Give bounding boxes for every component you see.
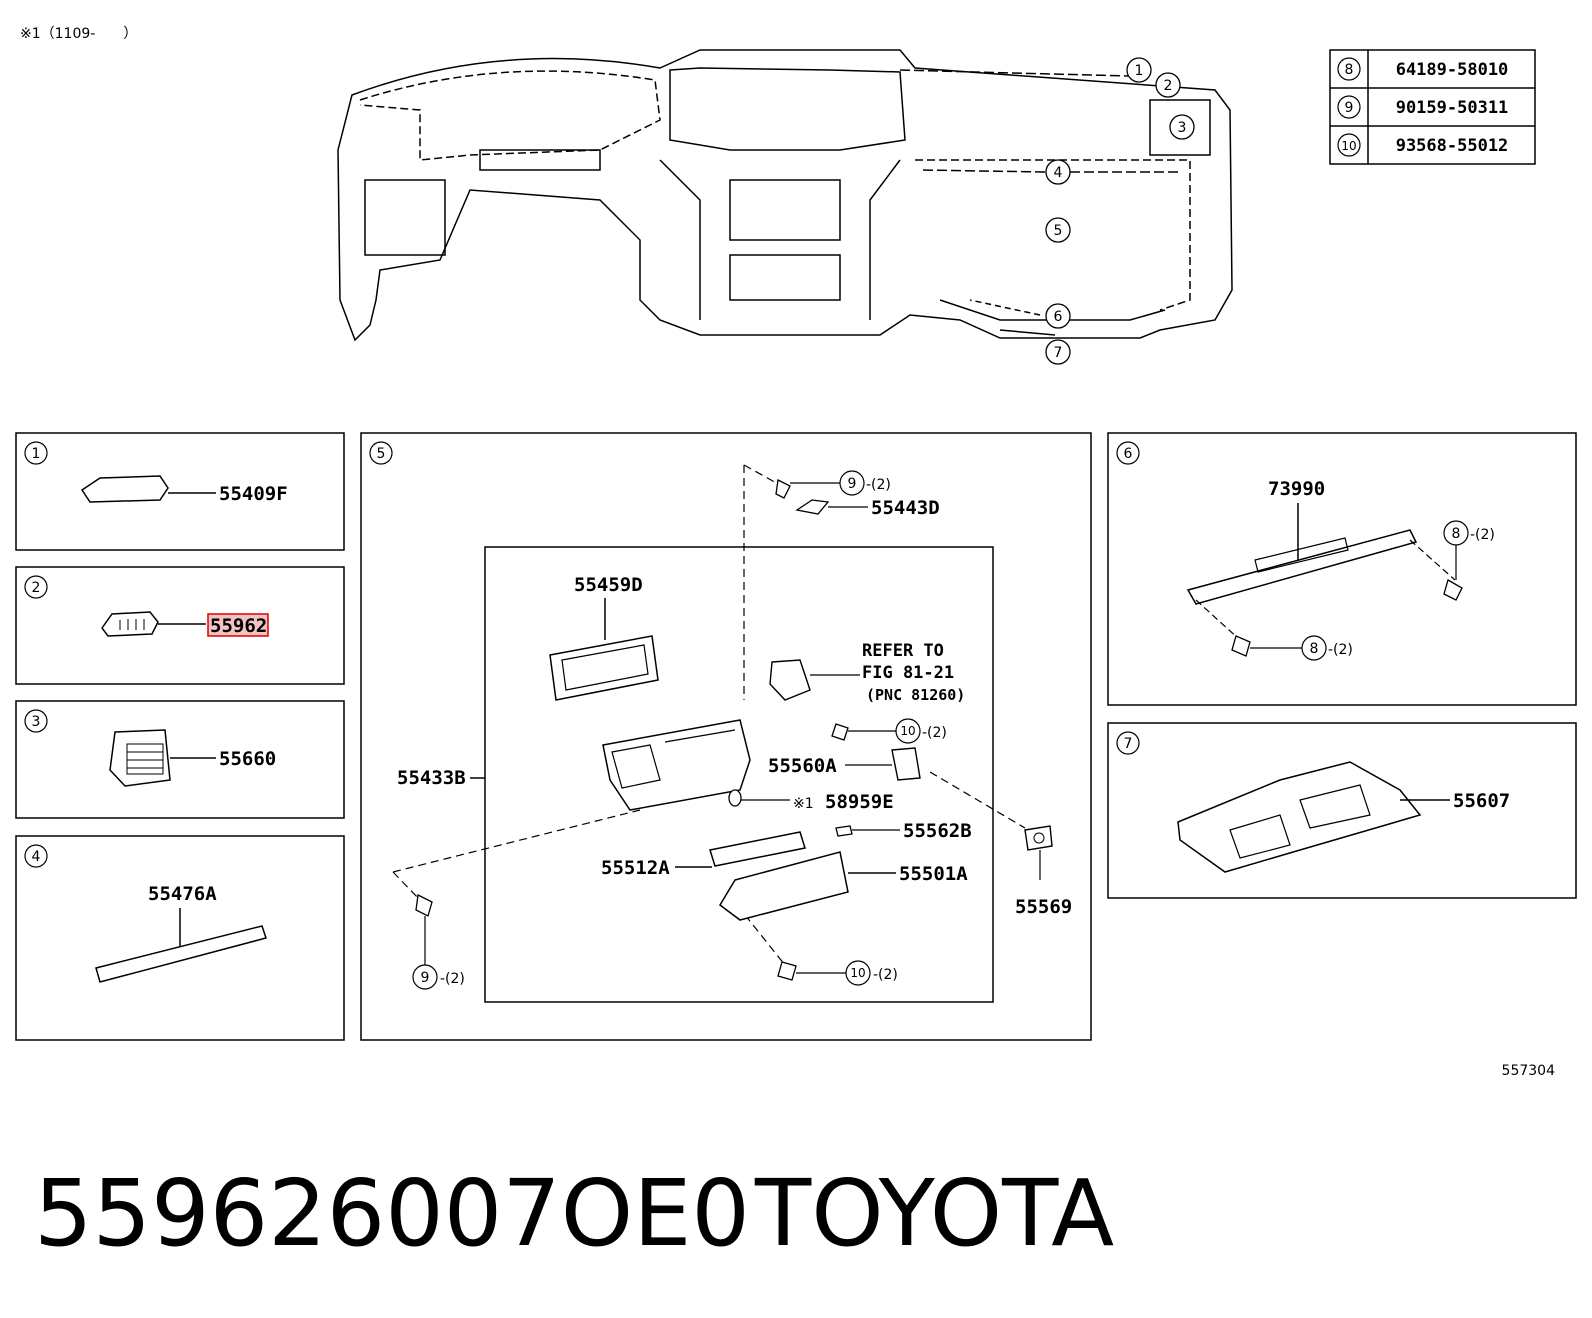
footer-part-number: 559626007OE0 bbox=[34, 1160, 750, 1267]
dashboard-overview-drawing bbox=[337, 49, 1233, 342]
figure-code: 557304 bbox=[1502, 1063, 1556, 1079]
panel-2-ref: 2 bbox=[32, 580, 41, 596]
screw-top-qty: -(2) bbox=[866, 477, 891, 493]
clip-mid-qty: -(2) bbox=[922, 725, 947, 741]
legend-ref-9: 9 bbox=[1345, 100, 1354, 116]
refer-line-2: FIG 81-21 bbox=[862, 663, 954, 683]
part-55443D: 55443D bbox=[871, 497, 940, 519]
panel-6-ref: 6 bbox=[1124, 446, 1133, 462]
part-55560A: 55560A bbox=[768, 755, 837, 777]
panel-4: 4 55476A bbox=[15, 835, 345, 1041]
clip-mid-ref: 10 bbox=[900, 724, 915, 738]
legend-part-9: 90159-50311 bbox=[1396, 98, 1509, 118]
bolt-left-ref: 8 bbox=[1310, 641, 1319, 657]
panel-1: 1 55409F bbox=[15, 432, 345, 551]
panel-6: 6 73990 8 -(2) 8 -(2) bbox=[1107, 432, 1577, 706]
part-58959E-prefix: ※1 bbox=[793, 796, 814, 812]
panel-1-ref: 1 bbox=[32, 446, 41, 462]
panel-2: 2 55962 bbox=[15, 566, 345, 685]
panel-3-part: 55660 bbox=[219, 748, 276, 770]
panel-5-ref: 5 bbox=[377, 446, 386, 462]
vent-part-shape bbox=[101, 611, 159, 637]
panel-6-part: 73990 bbox=[1268, 478, 1325, 500]
panel-5: 5 9 -(2) 55443D 55459D REFER TO FIG 81-2… bbox=[360, 432, 1092, 1041]
legend-ref-10: 10 bbox=[1341, 139, 1356, 153]
part-55562B: 55562B bbox=[903, 820, 972, 842]
panel-4-ref: 4 bbox=[32, 849, 41, 865]
part-55433B: 55433B bbox=[397, 767, 466, 789]
highlight-box bbox=[207, 613, 269, 637]
panel-3: 3 55660 bbox=[15, 700, 345, 819]
clip-bottom-ref: 10 bbox=[850, 966, 865, 980]
part-58959E: 58959E bbox=[825, 791, 894, 813]
bolt-right-qty: -(2) bbox=[1470, 527, 1495, 543]
refer-line-1: REFER TO bbox=[862, 641, 944, 661]
header-note: ※1（1109- ） bbox=[20, 26, 137, 42]
part-55569: 55569 bbox=[1015, 896, 1072, 918]
panel-7-part: 55607 bbox=[1453, 790, 1510, 812]
overview-callouts: 1 2 3 4 5 6 7 bbox=[1045, 57, 1195, 365]
panel-4-part: 55476A bbox=[148, 883, 217, 905]
screw-left-qty: -(2) bbox=[440, 971, 465, 987]
trim-strip-shape bbox=[95, 925, 267, 983]
callout-5: 5 bbox=[1054, 223, 1063, 239]
legend-part-10: 93568-55012 bbox=[1396, 136, 1509, 156]
callout-6: 6 bbox=[1054, 309, 1063, 325]
reinforcement-bar-shape bbox=[1186, 529, 1418, 605]
part-55512A: 55512A bbox=[601, 857, 670, 879]
panel-2-part[interactable]: 55962 bbox=[210, 615, 267, 637]
footer-brand: TOYOTA bbox=[754, 1160, 1114, 1267]
refer-line-3: (PNC 81260) bbox=[866, 686, 965, 704]
legend-ref-8: 8 bbox=[1345, 62, 1354, 78]
under-cover-shape bbox=[1177, 761, 1422, 873]
panel-1-part: 55409F bbox=[219, 483, 288, 505]
panel-3-ref: 3 bbox=[32, 714, 41, 730]
screw-top-ref: 9 bbox=[848, 476, 857, 492]
callout-3: 3 bbox=[1178, 120, 1187, 136]
garnish-part-shape bbox=[80, 475, 169, 503]
bolt-right-ref: 8 bbox=[1452, 526, 1461, 542]
part-55459D: 55459D bbox=[574, 574, 643, 596]
panel-7: 7 55607 bbox=[1107, 722, 1577, 899]
legend-part-8: 64189-58010 bbox=[1396, 60, 1509, 80]
callout-2: 2 bbox=[1164, 78, 1173, 94]
part-55501A: 55501A bbox=[899, 863, 968, 885]
bolt-left-qty: -(2) bbox=[1328, 642, 1353, 658]
callout-7: 7 bbox=[1054, 345, 1063, 361]
register-part-shape bbox=[109, 729, 171, 787]
screw-left-ref: 9 bbox=[421, 970, 430, 986]
panel-7-ref: 7 bbox=[1124, 736, 1133, 752]
legend-table: 8 64189-58010 9 90159-50311 10 93568-550… bbox=[1329, 49, 1536, 165]
clip-bottom-qty: -(2) bbox=[873, 967, 898, 983]
callout-4: 4 bbox=[1054, 165, 1063, 181]
callout-1: 1 bbox=[1135, 63, 1144, 79]
